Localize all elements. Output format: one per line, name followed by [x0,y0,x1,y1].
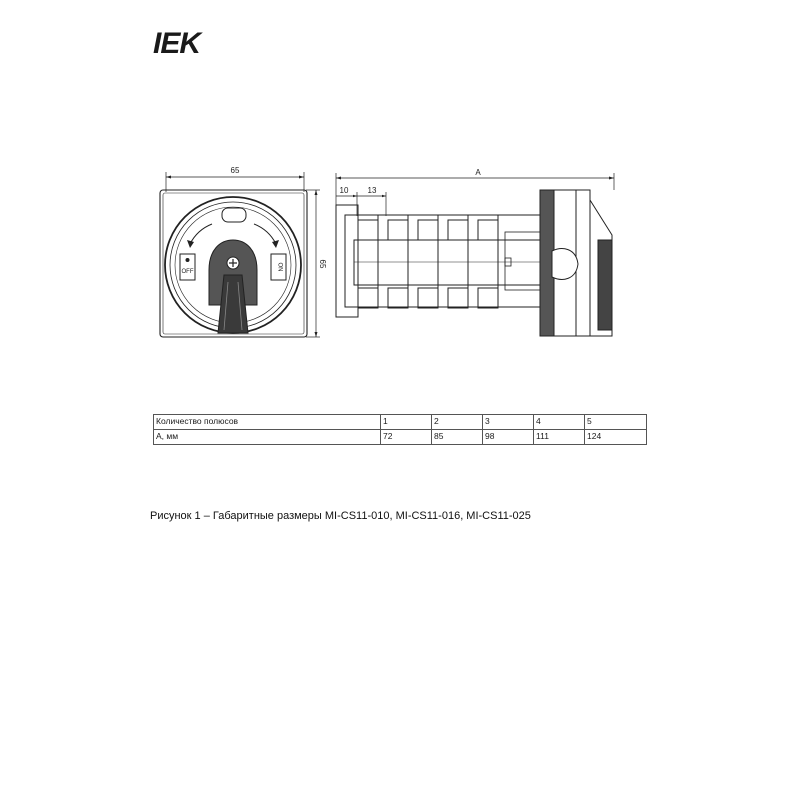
table-cell: Количество полюсов [153,414,381,430]
table-cell: 111 [533,429,585,445]
figure-caption: Рисунок 1 – Габаритные размеры MI-CS11-0… [150,510,531,522]
table-cell: 85 [431,429,483,445]
off-label: OFF [182,269,194,275]
front-view [159,172,320,338]
table-cell: 4 [533,414,585,430]
brand-logo: IEK [153,27,201,60]
table-cell: 2 [431,414,483,430]
table-row: A, мм 72 85 98 111 124 [153,429,647,445]
table-cell: 124 [584,429,647,445]
table-cell: 5 [584,414,647,430]
table-cell: 1 [380,414,432,430]
front-width-dim: 65 [231,166,240,175]
side-view [335,173,615,337]
table-cell: 3 [482,414,534,430]
spec-table: Количество полюсов 1 2 3 4 5 A, мм 72 85… [153,414,647,445]
table-row: Количество полюсов 1 2 3 4 5 [153,414,647,430]
dim-13-label: 13 [368,186,377,195]
table-cell: 72 [380,429,432,445]
on-label: ON [277,263,283,272]
table-cell: 98 [482,429,534,445]
dim-10-label: 10 [340,186,349,195]
table-cell: A, мм [153,429,381,445]
front-height-dim: 65 [318,260,327,269]
dim-a-label: A [475,168,481,177]
